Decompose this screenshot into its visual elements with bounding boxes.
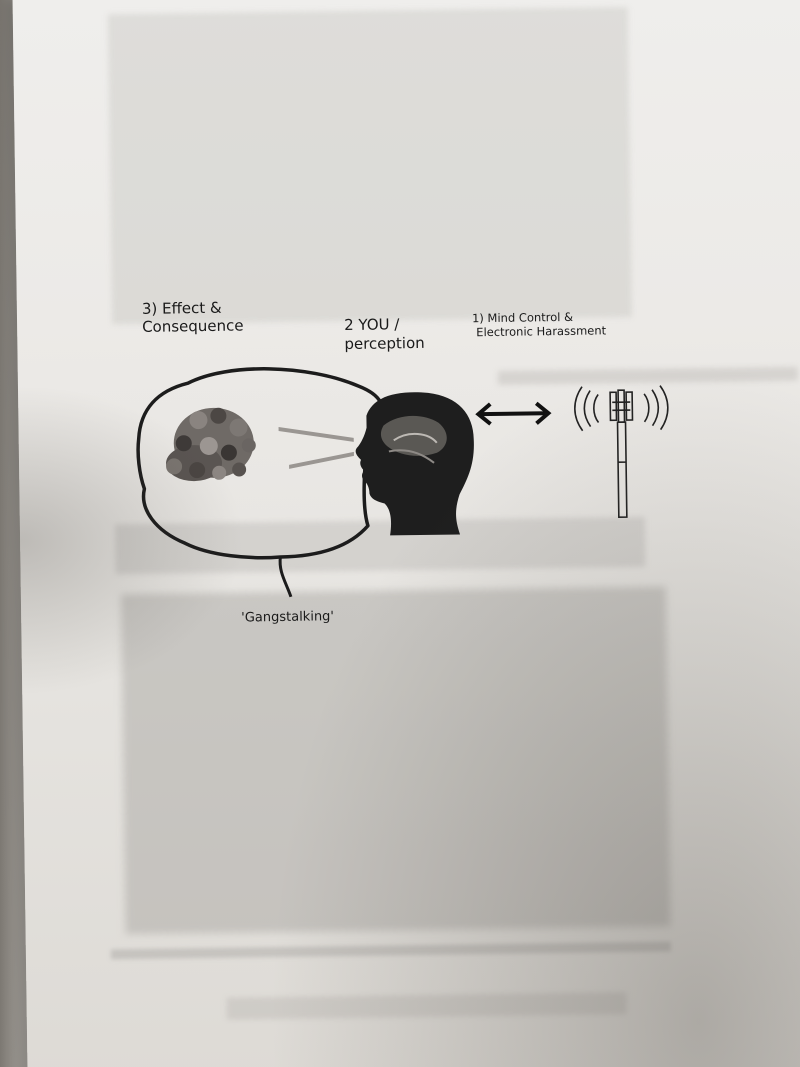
crowd-icon <box>166 407 256 482</box>
perception-diagram <box>136 367 669 598</box>
you-label-line2: perception <box>344 333 425 354</box>
you-label-line1: 2 YOU / <box>344 315 400 335</box>
show-through-image-bottom <box>120 586 671 935</box>
book-page: 3) Effect & Consequence 2 YOU / percepti… <box>12 0 800 1067</box>
show-through-caption-line <box>110 941 671 960</box>
mind-control-label: 1) Mind Control & Electronic Harassment <box>472 309 606 339</box>
show-through-image-top <box>107 7 633 325</box>
double-arrow-icon <box>475 401 552 426</box>
thought-bubble <box>136 367 384 560</box>
gangstalking-label: 'Gangstalking' <box>241 609 335 626</box>
you-label: 2 YOU / perception <box>344 315 425 354</box>
show-through-heading <box>226 992 627 1020</box>
sight-ray-lower <box>289 451 354 469</box>
sight-ray-upper <box>278 426 354 442</box>
effect-label: 3) Effect & Consequence <box>141 298 244 336</box>
radio-tower-icon <box>574 385 669 519</box>
head-silhouette-icon <box>355 392 474 536</box>
effect-label-line1: 3) Effect & <box>141 298 222 318</box>
mind-control-label-line2: Electronic Harassment <box>476 323 607 340</box>
effect-label-line2: Consequence <box>142 316 244 336</box>
thought-bubble-tail <box>278 556 293 598</box>
